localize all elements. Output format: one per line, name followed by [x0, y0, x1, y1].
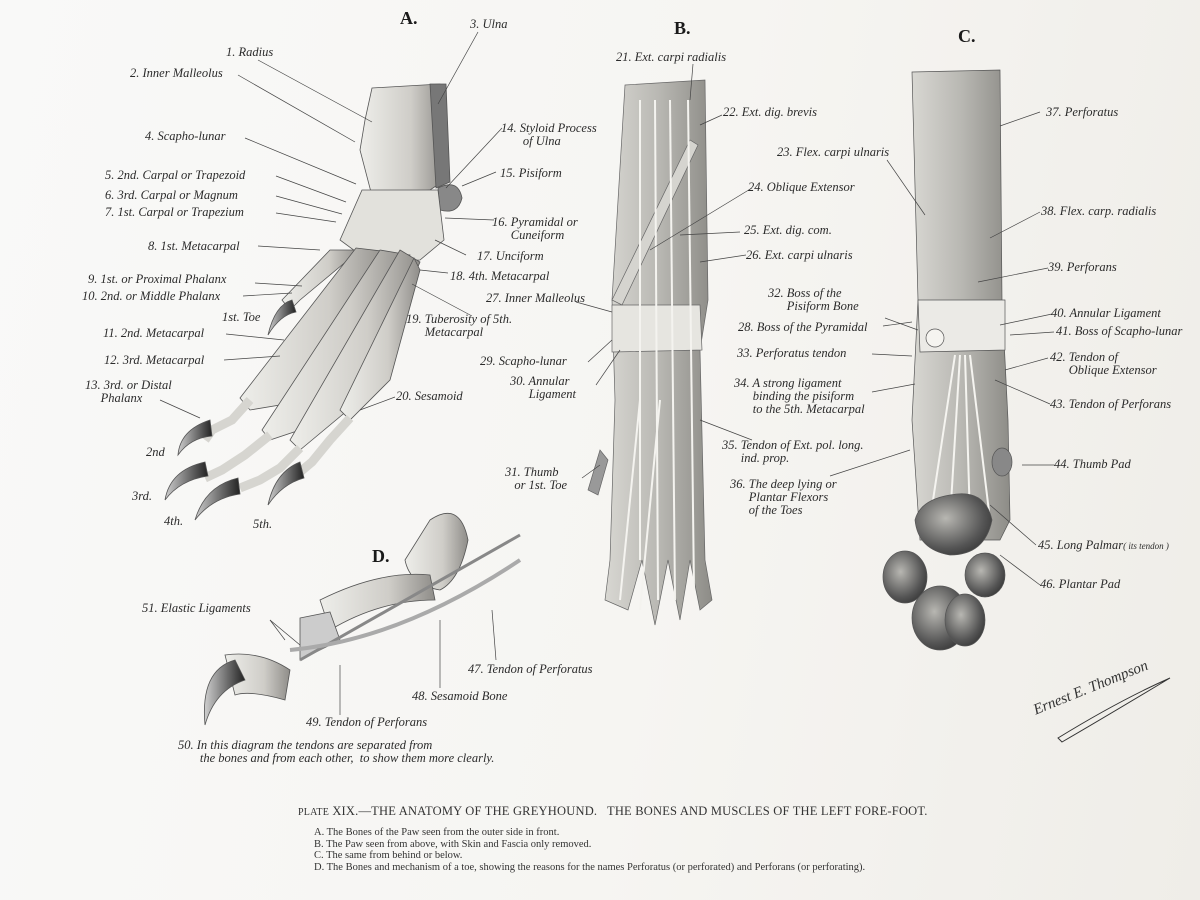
label-tendon-oblique-extensor: 42. Tendon of Oblique Extensor [1050, 350, 1157, 377]
figure-c-letter: C. [958, 26, 976, 46]
label-4th-metacarpal: 18. 4th. Metacarpal [450, 269, 550, 283]
caption-line-a: A. The Bones of the Paw seen from the ou… [314, 827, 560, 838]
label-plantar-flexors: 36. The deep lying or Plantar Flexors of… [730, 477, 837, 517]
caption-line-c: C. The same from behind or below. [314, 850, 463, 861]
label-thumb-pad: 44. Thumb Pad [1054, 457, 1131, 471]
label-radius: 1. Radius [226, 45, 274, 59]
label-tuberosity-5th: 19. Tuberosity of 5th. Metacarpal [406, 312, 513, 339]
label-ext-carpi-ulnaris: 26. Ext. carpi ulnaris [746, 248, 853, 262]
label-sesamoid: 20. Sesamoid [396, 389, 463, 403]
label-plantar-pad: 46. Plantar Pad [1040, 577, 1121, 591]
label-tendon-perforatus-d: 47. Tendon of Perforatus [468, 662, 593, 676]
figure-c-underside [882, 69, 1013, 651]
label-1st-toe: 1st. Toe [222, 310, 261, 324]
label-boss-pisiform: 32. Boss of the Pisiform Bone [768, 286, 859, 313]
label-trapezoid: 5. 2nd. Carpal or Trapezoid [105, 168, 246, 182]
label-annular-ligament-c: 40. Annular Ligament [1051, 306, 1161, 320]
label-toe-3rd: 3rd. [132, 489, 153, 503]
figure-a-bones [164, 83, 463, 521]
label-tendon-perforans-c: 43. Tendon of Perforans [1050, 397, 1172, 411]
label-strong-ligament: 34. A strong ligament binding the pisifo… [734, 376, 865, 416]
figure-d-letter: D. [372, 546, 390, 566]
label-long-palmar-text: 45. Long Palmar [1038, 538, 1124, 552]
figure-b-letter: B. [674, 18, 691, 38]
caption-line-b: B. The Paw seen from above, with Skin an… [314, 838, 592, 850]
label-inner-malleolus-b: 27. Inner Malleolus [486, 291, 585, 305]
label-2nd-metacarpal: 11. 2nd. Metacarpal [103, 326, 205, 340]
label-long-palmar-note: ( its tendon ) [1123, 541, 1169, 551]
figure-b-muscles [587, 79, 713, 626]
label-annular-ligament-b: 30. Annular Ligament [510, 374, 576, 401]
label-pisiform: 15. Pisiform [500, 166, 562, 180]
label-long-palmar: 45. Long Palmar( its tendon ) [1038, 539, 1169, 553]
label-distal-phalanx: 13. 3rd. or Distal Phalanx [85, 378, 172, 405]
signature-flourish [1057, 677, 1171, 743]
label-ext-carpi-radialis: 21. Ext. carpi radialis [616, 50, 727, 64]
plate-caption-lines: A. The Bones of the Paw seen from the ou… [314, 827, 928, 873]
label-pyramidal: 16. Pyramidal or Cuneiform [492, 215, 578, 242]
label-scapho-lunar-b: 29. Scapho-lunar [480, 354, 567, 368]
caption-line-d: D. The Bones and mechanism of a toe, sho… [314, 861, 866, 873]
label-proximal-phalanx: 9. 1st. or Proximal Phalanx [88, 272, 227, 286]
figure-d-toe [204, 512, 522, 726]
plate-title-text: —THE ANATOMY OF THE GREYHOUND. THE BONES… [358, 804, 928, 818]
label-thumb: 31. Thumb or 1st. Toe [505, 465, 568, 492]
label-ext-dig-com: 25. Ext. dig. com. [744, 223, 832, 237]
label-flex-carpi-ulnaris: 23. Flex. carpi ulnaris [777, 145, 890, 159]
label-ulna: 3. Ulna [470, 17, 508, 31]
figure-a-letter: A. [400, 8, 418, 28]
plate-title: Plate XIX.—THE ANATOMY OF THE GREYHOUND.… [298, 804, 928, 819]
label-inner-malleolus: 2. Inner Malleolus [130, 66, 223, 80]
label-tendon-ext-pol-long: 35. Tendon of Ext. pol. long. ind. prop. [722, 438, 864, 465]
label-styloid-process: 14. Styloid Process of Ulna [501, 121, 597, 148]
label-unciform: 17. Unciform [477, 249, 544, 263]
label-perforatus-tendon: 33. Perforatus tendon [737, 346, 847, 360]
plate-title-prefix: Plate [298, 807, 329, 818]
label-boss-scapho-lunar: 41. Boss of Scapho-lunar [1056, 324, 1183, 338]
label-trapezium: 7. 1st. Carpal or Trapezium [105, 205, 244, 219]
label-scapho-lunar: 4. Scapho-lunar [145, 129, 226, 143]
label-toe-5th: 5th. [253, 517, 273, 531]
label-middle-phalanx: 10. 2nd. or Middle Phalanx [82, 289, 221, 303]
label-elastic-ligaments: 51. Elastic Ligaments [142, 601, 251, 615]
label-perforatus: 37. Perforatus [1046, 105, 1119, 119]
label-oblique-extensor: 24. Oblique Extensor [748, 180, 855, 194]
label-1st-metacarpal: 8. 1st. Metacarpal [148, 239, 240, 253]
label-flex-carp-radialis: 38. Flex. carp. radialis [1041, 204, 1157, 218]
label-tendon-perforans-d: 49. Tendon of Perforans [306, 715, 428, 729]
leader-lines [159, 31, 1055, 715]
label-sesamoid-bone: 48. Sesamoid Bone [412, 689, 508, 703]
label-toe-2nd: 2nd [146, 445, 165, 459]
label-ext-dig-brevis: 22. Ext. dig. brevis [723, 105, 817, 119]
label-boss-pyramidal: 28. Boss of the Pyramidal [738, 320, 868, 334]
label-perforans: 39. Perforans [1048, 260, 1117, 274]
label-toe-4th: 4th. [164, 514, 184, 528]
label-diagram-note: 50. In this diagram the tendons are sepa… [178, 738, 495, 765]
label-3rd-metacarpal: 12. 3rd. Metacarpal [104, 353, 205, 367]
plate-title-number: XIX. [332, 804, 359, 818]
plate-caption: Plate XIX.—THE ANATOMY OF THE GREYHOUND.… [298, 804, 928, 873]
label-magnum: 6. 3rd. Carpal or Magnum [105, 188, 238, 202]
